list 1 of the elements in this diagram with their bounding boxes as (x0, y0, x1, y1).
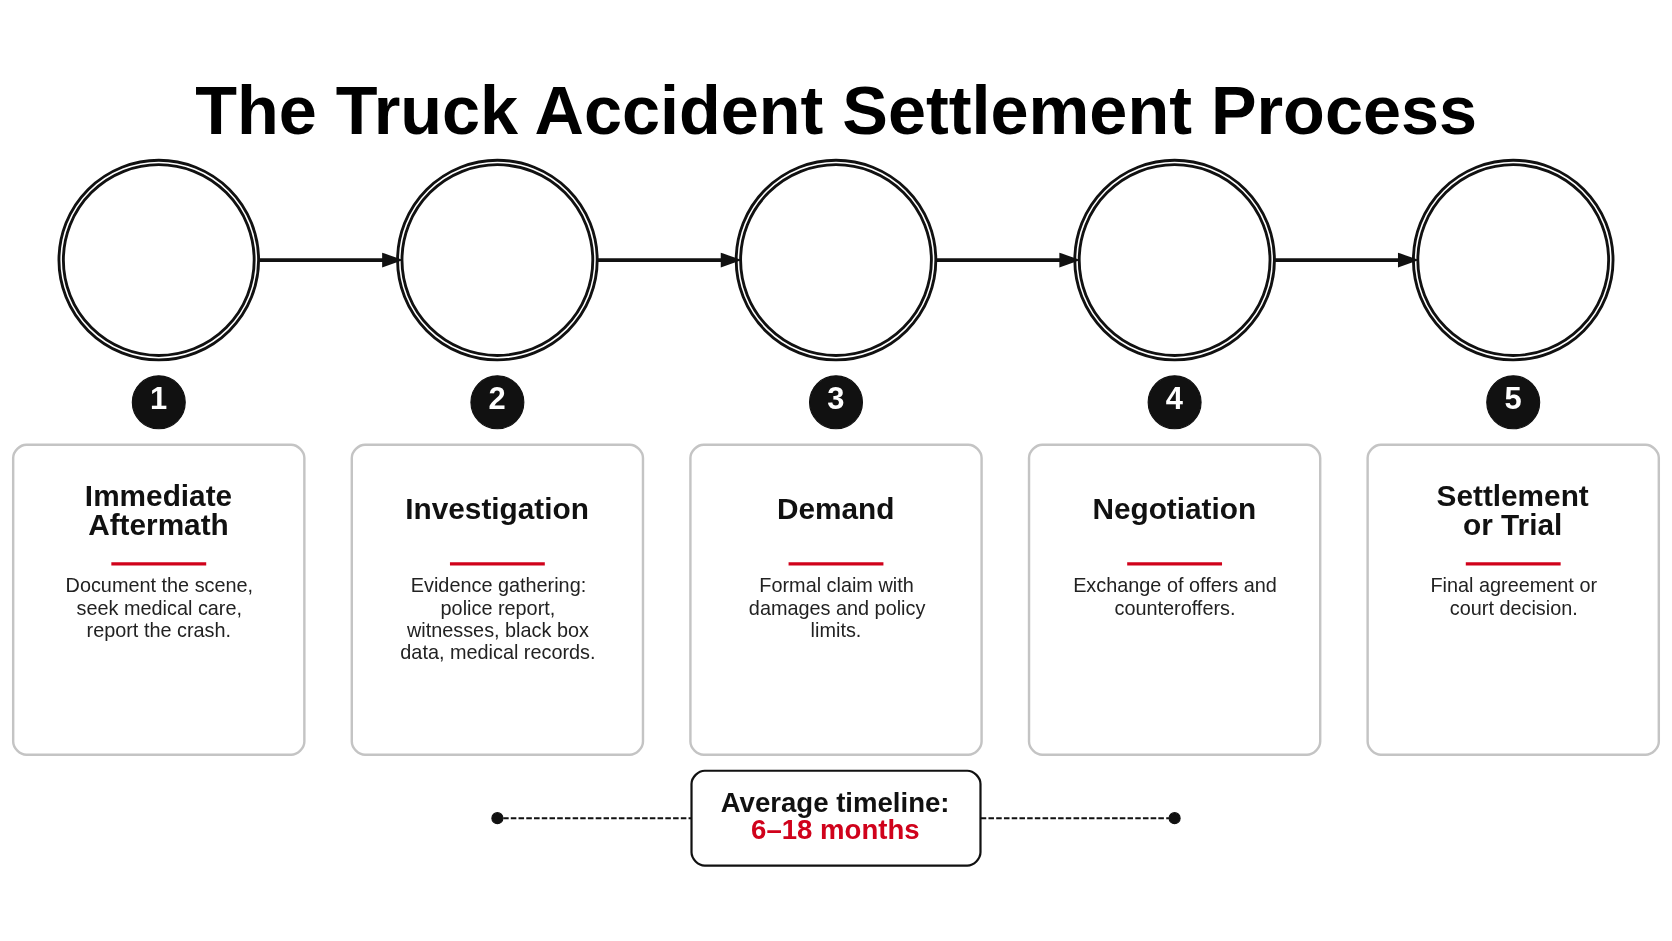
diagram-title: The Truck Accident Settlement Process (195, 71, 1478, 148)
